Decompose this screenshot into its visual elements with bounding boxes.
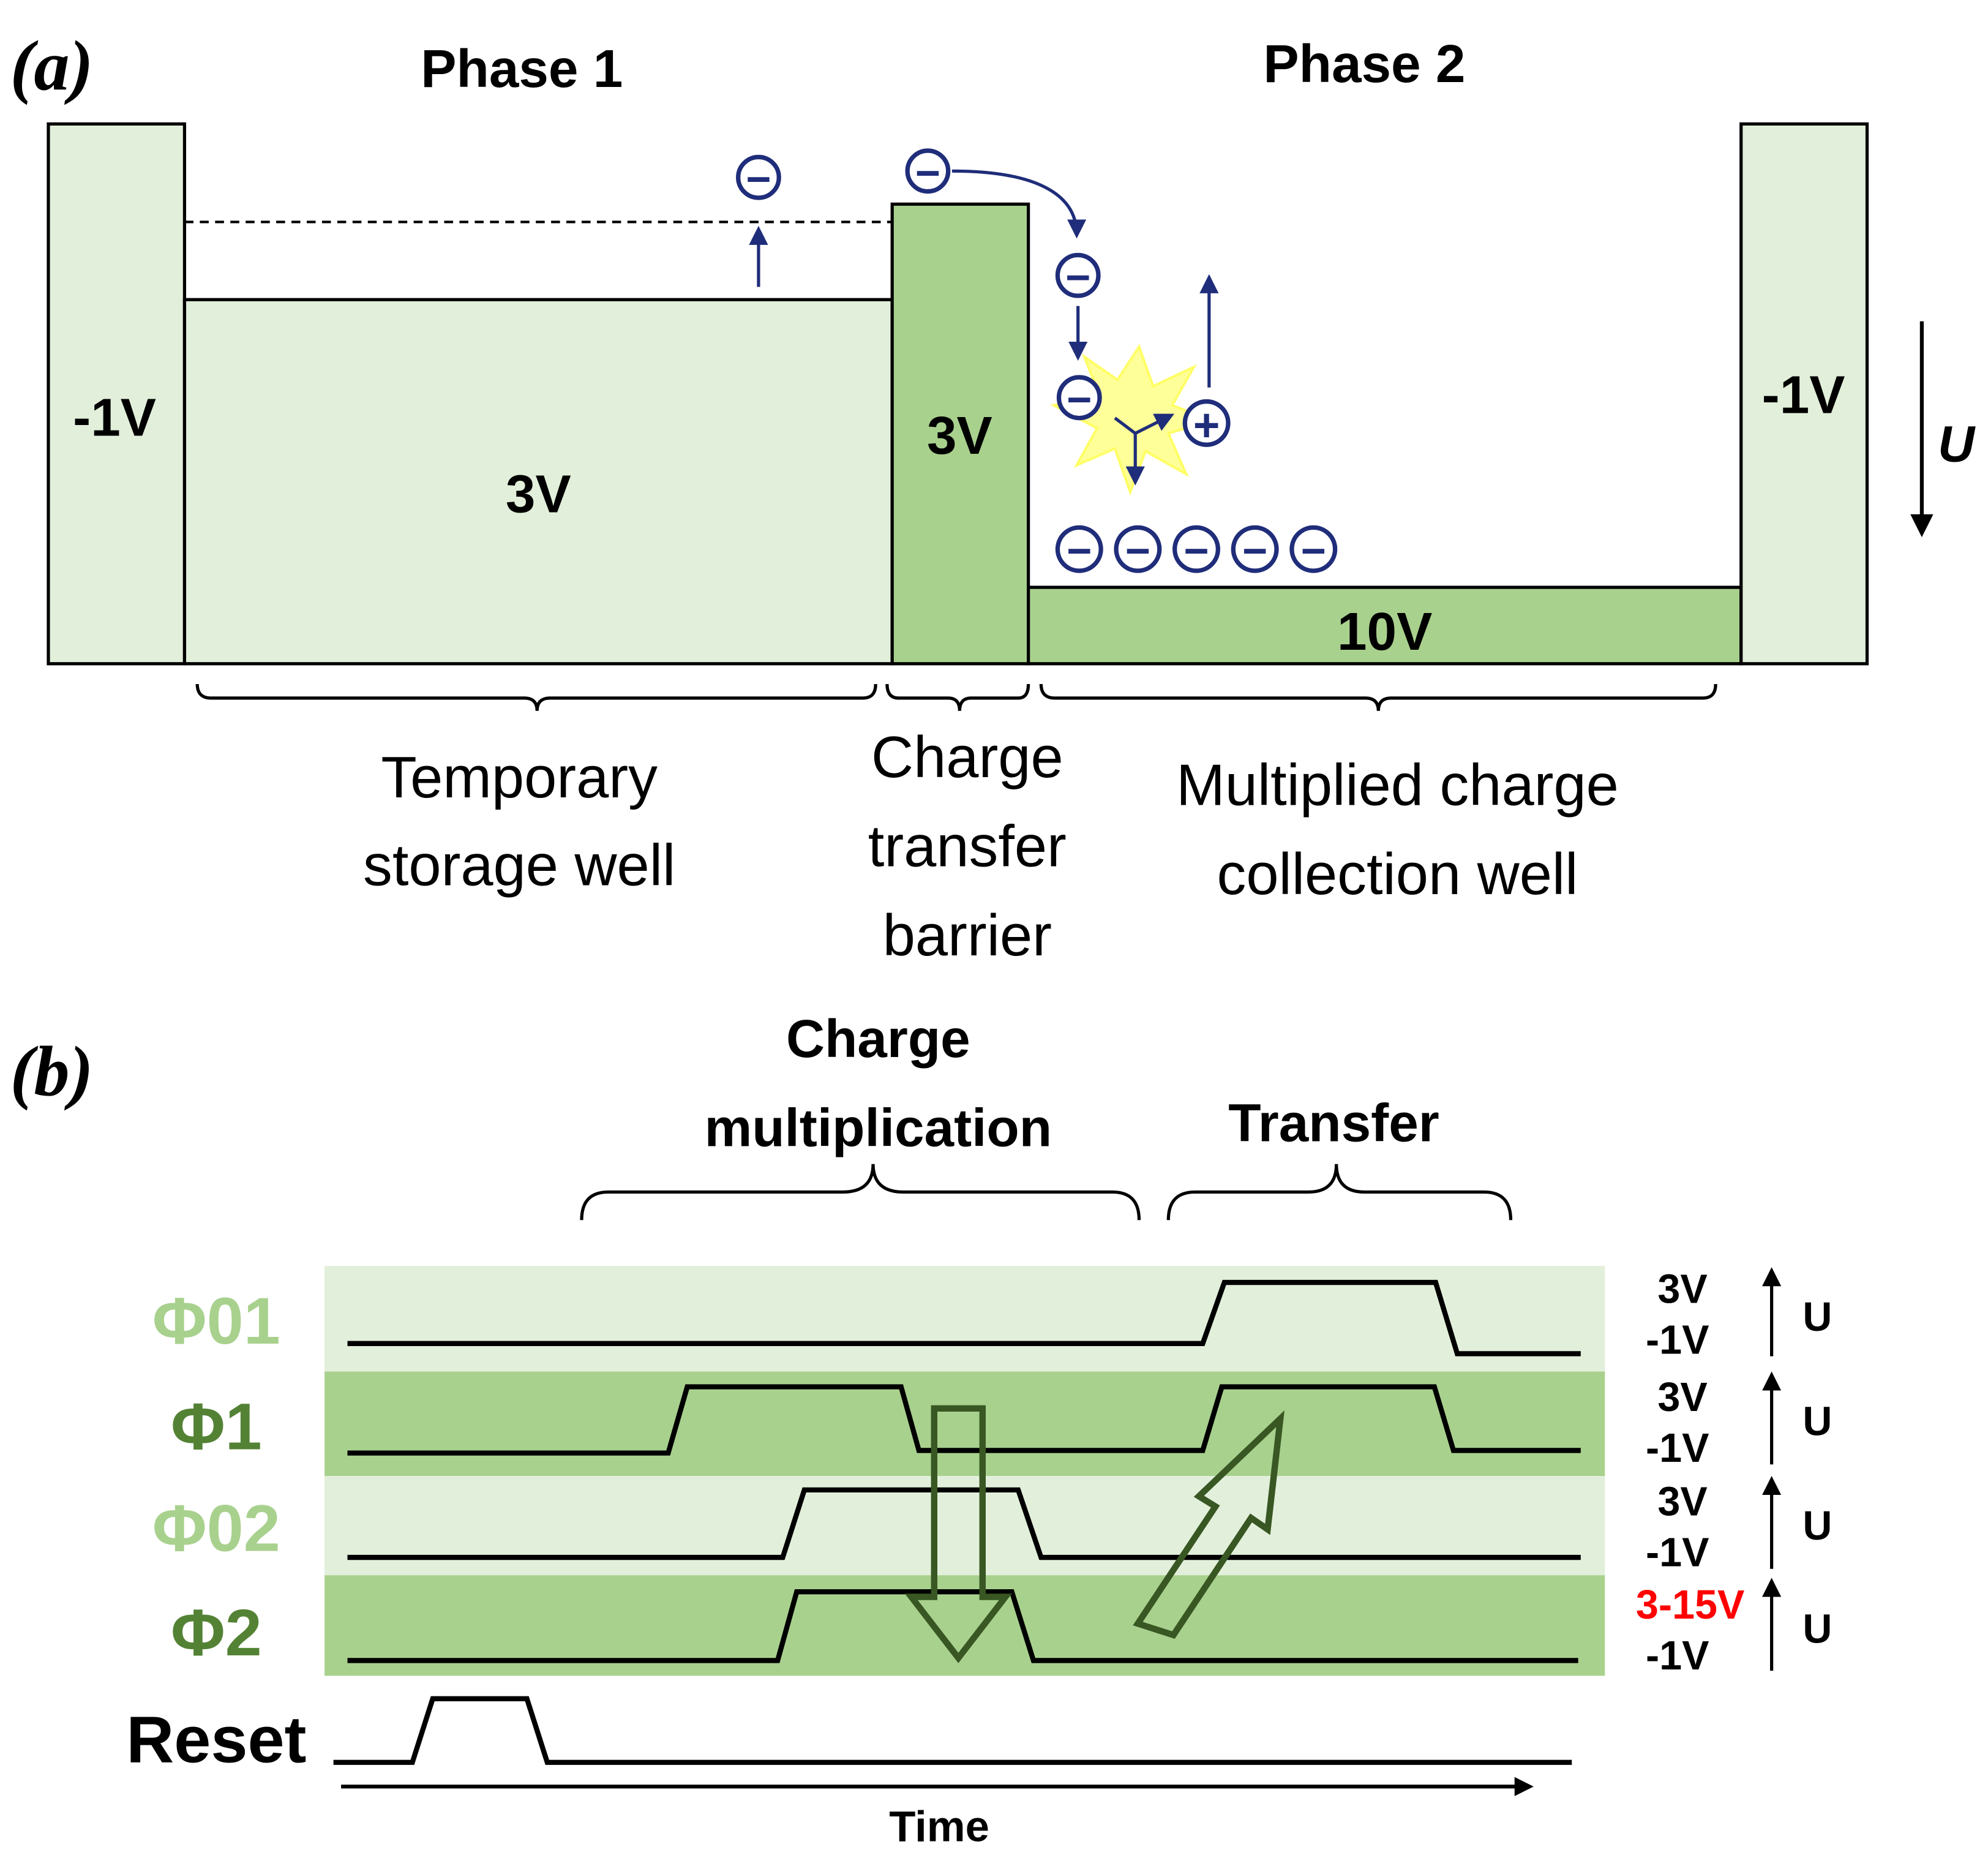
storage-electron: −	[736, 154, 781, 203]
collection-label-line1: Multiplied charge	[1176, 753, 1619, 818]
phi01-waveform	[347, 1279, 1581, 1356]
svg-text:−: −	[1183, 527, 1209, 575]
phi02-u-label: U	[1802, 1503, 1832, 1549]
time-axis-label: Time	[889, 1802, 989, 1851]
svg-text:−: −	[1067, 527, 1092, 575]
electron-sign: −	[915, 148, 940, 197]
impact-vectors	[1114, 413, 1175, 486]
electron-icon: −	[1114, 525, 1162, 575]
multiplication-label-line2: multiplication	[705, 1098, 1052, 1158]
storage-brace	[195, 683, 877, 711]
left-wall-voltage: -1V	[73, 388, 156, 448]
energy-axis-label: U	[1938, 415, 1976, 472]
transfer-flow-arrow	[1133, 1410, 1285, 1639]
phi1-low: -1V	[1646, 1426, 1709, 1471]
hole-sign: +	[1193, 399, 1220, 451]
barrier-label-line2: transfer	[868, 813, 1067, 879]
multiplication-flow-arrow	[904, 1405, 1012, 1663]
multiplication-label-line1: Charge	[786, 1009, 970, 1069]
charge-transfer-barrier	[890, 202, 1030, 666]
electron-icon	[1056, 375, 1102, 421]
phase1-title: Phase 1	[421, 39, 623, 99]
svg-text:−: −	[1242, 527, 1267, 575]
collection-well	[1027, 585, 1743, 666]
phi02-name: Φ02	[152, 1491, 280, 1565]
electron-sign: −	[1065, 253, 1090, 301]
hole-icon	[1182, 399, 1231, 447]
phi1-name: Φ1	[171, 1389, 262, 1463]
electron-sign: −	[1067, 375, 1092, 423]
impacting-electron: −	[1056, 375, 1102, 423]
right-wall	[1739, 122, 1869, 666]
phi1-high: 3V	[1657, 1375, 1707, 1420]
transfer-path-arrow	[951, 169, 1087, 239]
right-wall-voltage: -1V	[1762, 364, 1845, 424]
electron-icon	[1055, 252, 1101, 298]
svg-text:−: −	[1125, 527, 1150, 575]
phi02-high: 3V	[1657, 1479, 1707, 1524]
phase2-title: Phase 2	[1263, 34, 1465, 94]
phi2-high: 3-15V	[1636, 1582, 1744, 1628]
storage-well-voltage: 3V	[506, 464, 571, 524]
phi02-waveform	[347, 1487, 1581, 1560]
electron-icon: −	[1231, 525, 1279, 575]
reset-waveform	[333, 1696, 1572, 1765]
collection-brace	[1039, 683, 1717, 711]
phi2-waveform	[347, 1589, 1578, 1663]
phi01-high: 3V	[1657, 1266, 1707, 1312]
phi02-low: -1V	[1646, 1530, 1709, 1576]
barrier-label-line1: Charge	[871, 724, 1063, 790]
panel-a-label: (a)	[10, 26, 94, 105]
barrier-label-line3: barrier	[883, 903, 1052, 968]
transfer-brace	[1166, 1164, 1513, 1221]
phi2-u-label: U	[1802, 1606, 1832, 1652]
electron-icon: −	[1172, 525, 1220, 575]
multiplication-brace	[580, 1164, 1141, 1221]
transfer-label: Transfer	[1228, 1093, 1439, 1153]
phi01-name: Φ01	[152, 1284, 280, 1358]
electron-icon: −	[1055, 525, 1103, 575]
barrier-electron: −	[905, 148, 951, 197]
phi2-name: Φ2	[171, 1595, 262, 1669]
storage-label-line1: Temporary	[381, 745, 658, 810]
barrier-voltage: 3V	[927, 405, 992, 465]
svg-text:−: −	[1301, 527, 1326, 575]
panel-b-label: (b)	[10, 1032, 94, 1111]
left-wall	[47, 122, 187, 666]
phi2-low: -1V	[1646, 1633, 1709, 1679]
electron-sign: −	[746, 155, 771, 203]
collection-well-voltage: 10V	[1337, 601, 1432, 661]
electron-icon: −	[1289, 525, 1338, 575]
electron-icon	[736, 154, 781, 200]
generated-hole: +	[1182, 399, 1231, 451]
phi1-waveform	[347, 1384, 1581, 1456]
falling-electron: −	[1055, 252, 1101, 301]
phi01-u-label: U	[1802, 1295, 1832, 1340]
storage-well	[182, 298, 894, 666]
storage-label-line2: storage well	[363, 832, 675, 898]
multiplied-electrons: − − − − −	[1055, 525, 1338, 575]
electron-icon	[905, 148, 951, 194]
collection-label-line2: collection well	[1217, 841, 1578, 907]
phi01-low: -1V	[1646, 1317, 1709, 1363]
barrier-brace	[885, 683, 1030, 711]
phi1-u-label: U	[1802, 1399, 1832, 1444]
reset-name: Reset	[126, 1703, 306, 1777]
